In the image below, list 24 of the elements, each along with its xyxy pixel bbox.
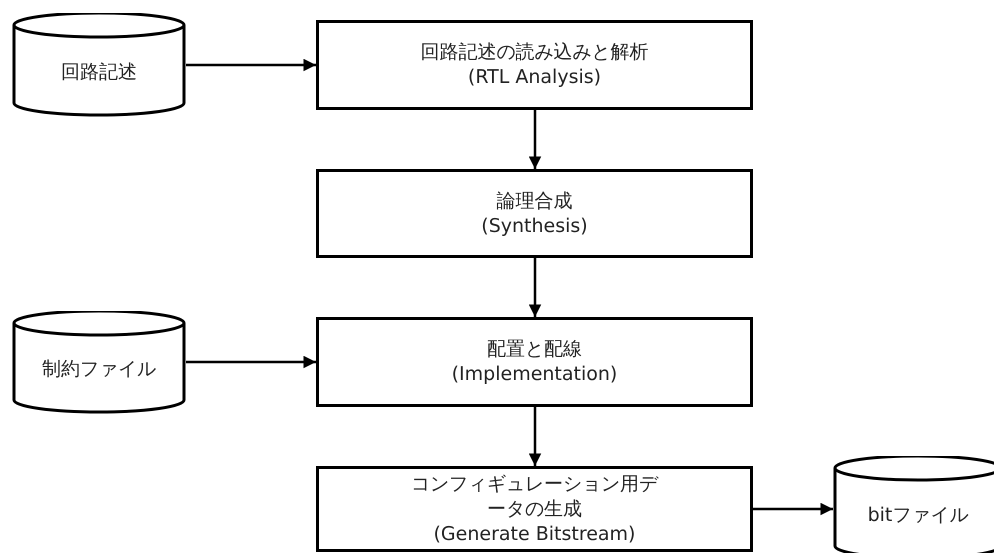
storage-cylinder [12,311,186,414]
step-label: コンフィギュレーション用データの生成 [410,472,660,522]
arrow [528,110,542,169]
storage-cylinder [833,456,994,553]
step-label: (Implementation) [452,362,618,387]
step-label: 配置と配線 [487,337,582,362]
arrow [186,58,316,72]
step-label: 回路記述の読み込みと解析 [420,40,648,65]
step-label: (RTL Analysis) [468,65,602,90]
storage-cylinder [12,13,186,117]
process-box [316,169,753,258]
file-label: bitファイル [868,502,968,528]
file-label: 制約ファイル [42,357,156,382]
file-label: 回路記述 [61,60,137,84]
arrow [753,502,833,516]
step-label: 論理合成 [496,188,572,214]
step-label: (Synthesis) [481,214,588,238]
arrow [186,356,316,368]
arrow [528,407,542,466]
process-box [316,20,753,110]
step-label: (Generate Bitstream) [432,522,636,546]
process-box [316,466,753,552]
process-box [316,317,753,407]
arrow [528,258,542,317]
